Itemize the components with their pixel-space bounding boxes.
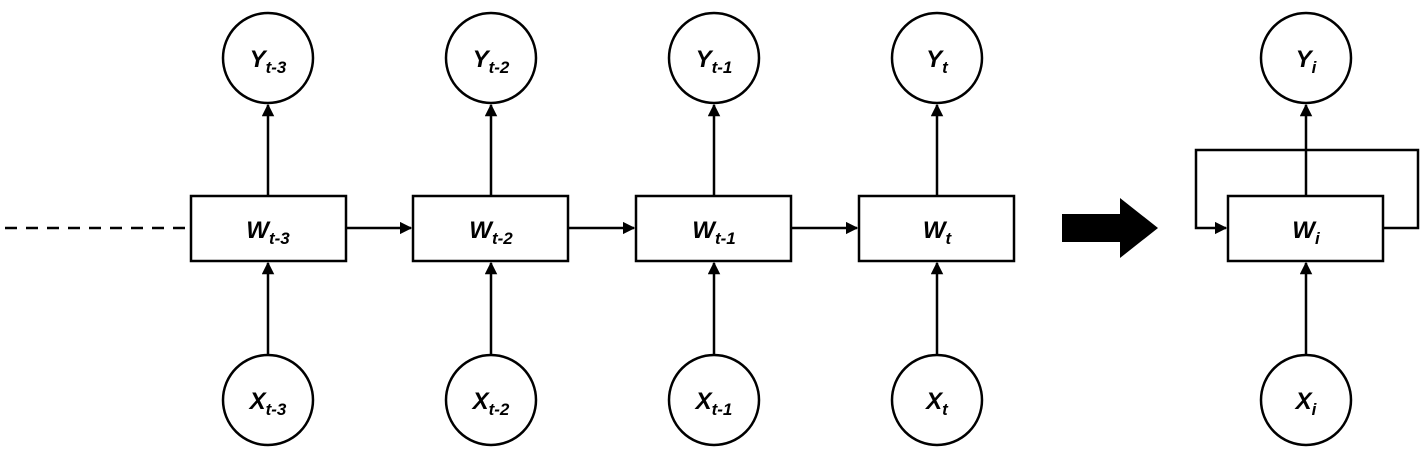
folded-rnn: Yi Wi Xi [1194, 11, 1420, 447]
output-label: Y [926, 46, 944, 73]
input-subscript: t-1 [712, 400, 733, 419]
svg-text:Xt-1: Xt-1 [694, 388, 733, 419]
svg-text:Yt-2: Yt-2 [473, 46, 510, 77]
output-subscript: t-2 [489, 58, 510, 77]
input-subscript: i [1312, 400, 1318, 419]
recurrent-loop-arrow [1194, 148, 1420, 235]
weight-cell-w-t [857, 194, 1016, 263]
output-subscript: t-1 [712, 58, 733, 77]
svg-text:Xi: Xi [1294, 388, 1318, 419]
weight-label: W [469, 217, 494, 244]
svg-text:Wt-2: Wt-2 [469, 217, 513, 248]
input-subscript: t-3 [266, 400, 287, 419]
output-node-y-t-3 [221, 11, 315, 105]
output-node-y-t-2 [444, 11, 538, 105]
output-node-y-i [1259, 11, 1353, 105]
output-label: Y [250, 46, 268, 73]
output-node-y-t [890, 11, 984, 105]
svg-text:Yt-1: Yt-1 [696, 46, 733, 77]
svg-text:Wt-1: Wt-1 [692, 217, 735, 248]
svg-text:Wt: Wt [923, 217, 953, 248]
output-subscript: i [1312, 58, 1318, 77]
weight-subscript: t [945, 229, 952, 248]
output-label: Y [696, 46, 714, 73]
unrolled-step-t: Yt Wt Xt [857, 11, 1016, 447]
input-subscript: t-2 [489, 400, 510, 419]
fold-arrow-icon [1062, 198, 1158, 258]
weight-subscript: t-2 [492, 229, 513, 248]
output-label: Y [473, 46, 491, 73]
output-node-y-t-1 [667, 11, 761, 105]
unrolled-step-t-2: Yt-2 Wt-2 Xt-2 [411, 11, 570, 447]
svg-text:Wt-3: Wt-3 [246, 217, 290, 248]
input-label: X [924, 388, 944, 415]
input-label: X [471, 388, 491, 415]
weight-label: W [246, 217, 271, 244]
output-label: Y [1296, 46, 1314, 73]
weight-label: W [692, 217, 717, 244]
unrolled-step-t-1: Yt-1 Wt-1 Xt-1 [634, 11, 793, 447]
weight-label: W [923, 217, 948, 244]
output-subscript: t-3 [266, 58, 287, 77]
input-label: X [1294, 388, 1314, 415]
svg-text:Yt: Yt [926, 46, 949, 77]
weight-subscript: i [1315, 229, 1321, 248]
input-label: X [248, 388, 268, 415]
input-subscript: t [942, 400, 949, 419]
weight-subscript: t-1 [715, 229, 736, 248]
svg-text:Xt: Xt [924, 388, 949, 419]
output-subscript: t [942, 58, 949, 77]
weight-subscript: t-3 [269, 229, 290, 248]
svg-text:Xt-2: Xt-2 [471, 388, 510, 419]
input-label: X [694, 388, 714, 415]
svg-text:Wi: Wi [1292, 217, 1321, 248]
svg-text:Yt-3: Yt-3 [250, 46, 287, 77]
svg-text:Xt-3: Xt-3 [248, 388, 287, 419]
weight-label: W [1292, 217, 1317, 244]
svg-text:Yi: Yi [1296, 46, 1318, 77]
unrolled-step-t-3: Yt-3 Wt-3 Xt-3 [189, 11, 348, 447]
weight-cell-w-t-2 [411, 194, 570, 263]
